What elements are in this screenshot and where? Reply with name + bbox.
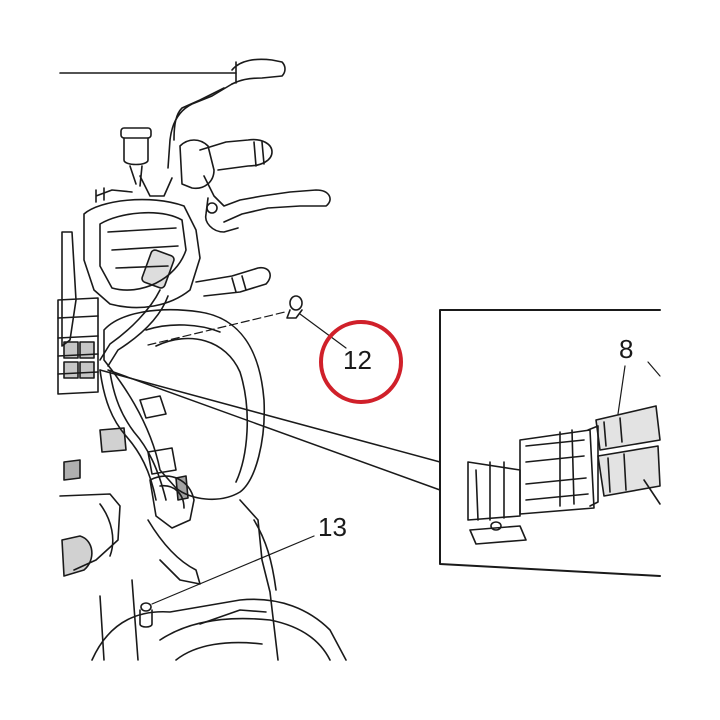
leader-line-8b	[647, 361, 661, 377]
highlight-circle-12	[319, 320, 403, 404]
left-frame	[57, 231, 99, 395]
detail-inset-frame	[439, 309, 661, 577]
leader-line-12	[299, 313, 347, 349]
headlight-assembly	[83, 175, 201, 309]
leader-line-13	[151, 535, 315, 605]
left-handlebar	[120, 58, 286, 187]
callout-number-8: 8	[619, 334, 634, 364]
zoom-line-top	[99, 369, 441, 463]
detail-connectors	[467, 405, 661, 545]
fuel-tank	[103, 308, 266, 501]
turn-signal-right	[195, 266, 271, 297]
bolt-12	[147, 295, 303, 346]
callout-number-12: 12	[343, 345, 372, 375]
callout-number-13: 13	[318, 512, 347, 542]
bolt-13	[139, 602, 153, 628]
wiring-harness	[59, 289, 201, 585]
lower-frame	[91, 499, 347, 661]
right-handlebar	[179, 138, 331, 233]
leader-line-8a	[617, 365, 626, 415]
zoom-line-bottom	[107, 369, 441, 491]
